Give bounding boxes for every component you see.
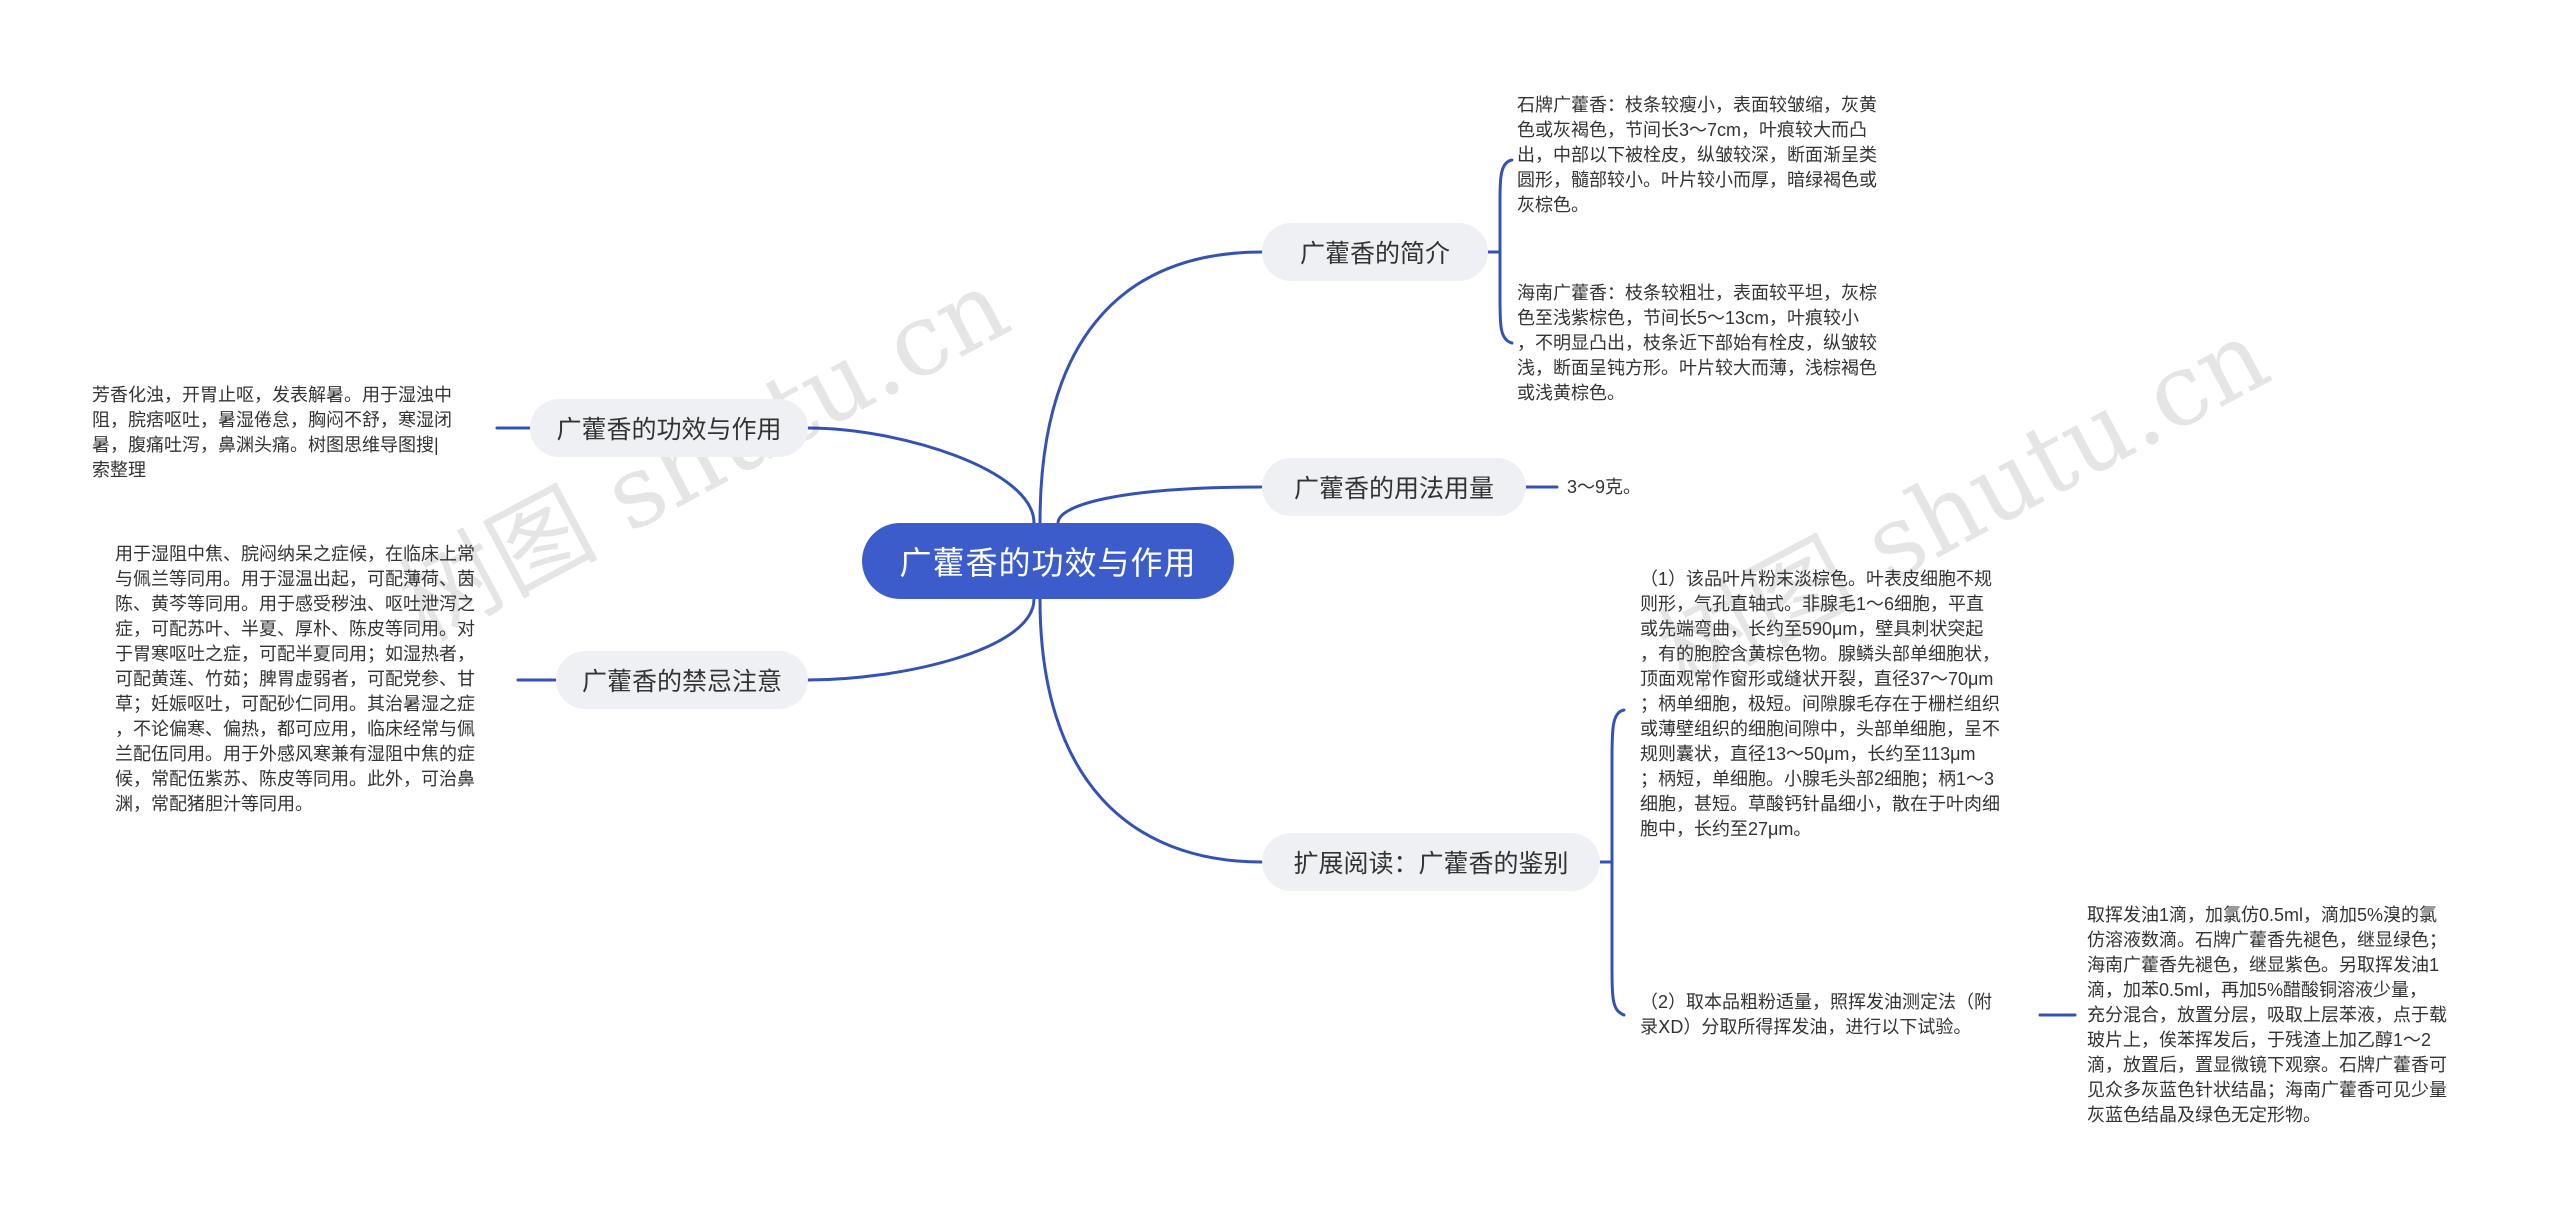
leaf-intro-hainan: 海南广藿香：枝条较粗壮，表面较平坦，灰棕 色至浅紫棕色，节间长5～13cm，叶痕… xyxy=(1517,283,1877,403)
branch-identify[interactable]: 扩展阅读：广藿香的鉴别 xyxy=(1262,833,1600,891)
leaf-identify-1: （1）该品叶片粉末淡棕色。叶表皮细胞不规 则形，气孔直轴式。非腺毛1～6细胞，平… xyxy=(1640,569,2000,839)
link-root-effect xyxy=(806,426,1036,525)
leaf-taboo: 用于湿阻中焦、脘闷纳呆之症候，在临床上常 与佩兰等同用。用于湿温出起，可配薄荷、… xyxy=(115,544,475,814)
link-identify-bracket xyxy=(1598,708,1626,1017)
link-root-taboo xyxy=(806,597,1036,682)
root-node[interactable]: 广藿香的功效与作用 xyxy=(862,523,1234,599)
branch-taboo[interactable]: 广藿香的禁忌注意 xyxy=(556,651,808,709)
leaf-usage-dose: 3～9克。 xyxy=(1567,477,1642,497)
branch-intro[interactable]: 广藿香的简介 xyxy=(1262,223,1488,281)
leaf-identify-2: （2）取本品粗粉适量，照挥发油测定法（附 录ⅩD）分取所得挥发油，进行以下试验。 xyxy=(1640,992,1993,1037)
link-root-usage xyxy=(1056,485,1264,525)
leaf-effect: 芳香化浊，开胃止呕，发表解暑。用于湿浊中 阻，脘痞呕吐，暑湿倦怠，胸闷不舒，寒湿… xyxy=(92,385,452,480)
leaf-intro-shipai: 石牌广藿香：枝条较瘦小，表面较皱缩，灰黄 色或灰褐色，节间长3～7cm，叶痕较大… xyxy=(1517,95,1877,215)
link-intro-bracket xyxy=(1486,158,1514,345)
branch-usage[interactable]: 广藿香的用法用量 xyxy=(1262,458,1526,516)
link-root-intro xyxy=(1038,250,1264,525)
leaf-identify-subtest: 取挥发油1滴，加氯仿0.5ml，滴加5%溴的氯 仿溶液数滴。石牌广藿香先褪色，继… xyxy=(2087,905,2447,1125)
branch-effect[interactable]: 广藿香的功效与作用 xyxy=(530,399,808,457)
link-root-identify xyxy=(1038,597,1264,864)
